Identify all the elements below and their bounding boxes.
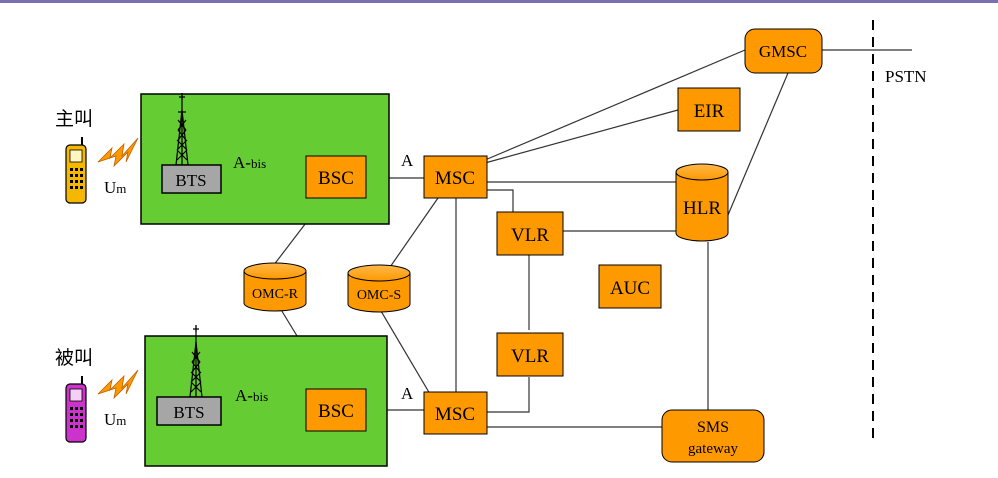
hlr-database[interactable]: [675, 163, 729, 242]
auc-box[interactable]: [598, 264, 662, 309]
link-vlr-msc-bottom: [487, 377, 530, 413]
sms-gateway-box[interactable]: [661, 409, 765, 463]
pstn-label: PSTN: [885, 67, 927, 86]
top-border: [0, 0, 998, 3]
um-label: Um: [104, 410, 126, 429]
vlr-label: VLR: [511, 225, 549, 246]
vlr-box-bottom[interactable]: [496, 332, 564, 377]
bts-box-bottom[interactable]: [156, 396, 222, 426]
msc-label: MSC: [435, 404, 475, 425]
sms-gateway-label: SMS: [697, 419, 729, 436]
callee-label: 被叫: [55, 347, 93, 369]
omc-r-label: OMC-R: [252, 287, 299, 302]
gmsc-box[interactable]: [744, 28, 823, 74]
bts-label: BTS: [175, 171, 206, 190]
caller-label: 主叫: [55, 108, 93, 130]
link-msc-gmsc: [484, 49, 746, 161]
vlr-label: VLR: [511, 346, 549, 367]
radio-signal-icon: [97, 369, 139, 400]
bts-label: BTS: [173, 403, 204, 422]
mobile-phone-icon: [65, 376, 87, 443]
sms-gateway-label: gateway: [688, 441, 738, 457]
abis-label: A-bis: [233, 153, 266, 172]
bsc-box-top[interactable]: [305, 155, 367, 199]
a-interface-label: A: [401, 151, 414, 170]
omc-r-database[interactable]: [243, 262, 307, 312]
msc-box-top[interactable]: [423, 155, 488, 199]
vlr-box-top[interactable]: [496, 211, 564, 256]
radio-signal-icon: [97, 137, 139, 168]
bsc-label: BSC: [318, 401, 354, 422]
eir-box[interactable]: [677, 87, 741, 132]
abis-label: A-bis: [235, 386, 268, 405]
link-msc-eir: [484, 109, 679, 164]
mobile-phone-icon: [65, 137, 87, 204]
link-msc-vlr-top: [485, 189, 514, 212]
link-msc-omcs: [387, 197, 439, 271]
bsc-label: BSC: [318, 168, 354, 189]
um-label: Um: [104, 178, 126, 197]
omc-s-label: OMC-S: [357, 288, 401, 303]
bsc-box-bottom[interactable]: [305, 388, 367, 432]
hlr-label: HLR: [683, 198, 721, 219]
omc-s-database[interactable]: [347, 264, 411, 313]
msc-label: MSC: [435, 168, 475, 189]
a-interface-label: A: [401, 384, 414, 403]
gmsc-label: GMSC: [759, 42, 807, 61]
auc-label: AUC: [610, 278, 650, 299]
bts-box-top[interactable]: [161, 164, 222, 194]
link-omcs-msc-bottom: [377, 305, 431, 395]
eir-label: EIR: [694, 101, 725, 122]
msc-box-bottom[interactable]: [423, 391, 488, 435]
link-gmsc-hlr: [727, 72, 789, 216]
